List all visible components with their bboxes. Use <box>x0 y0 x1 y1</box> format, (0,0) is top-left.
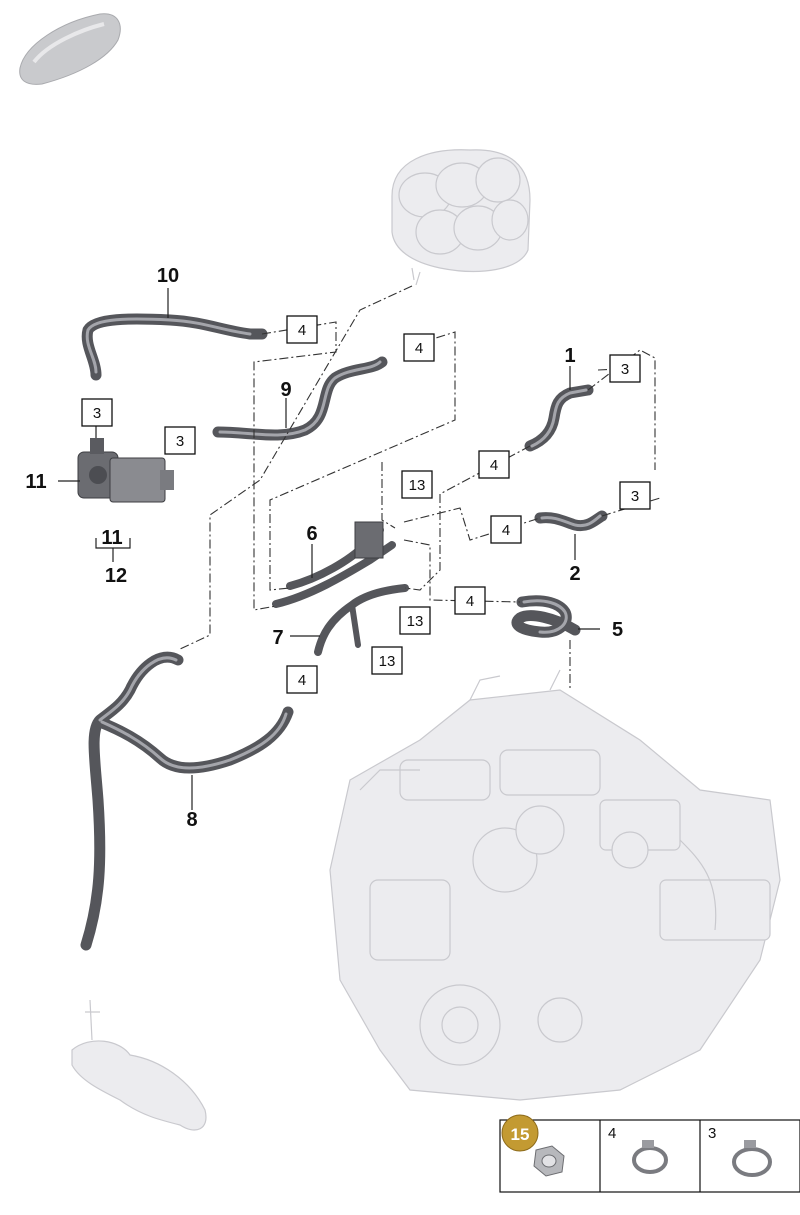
callout-11-left: 11 <box>25 471 46 493</box>
ref-box-3: 3 <box>621 361 629 378</box>
hose-1 <box>524 384 594 452</box>
legend-number-3: 3 <box>708 1125 716 1142</box>
vehicle-thumbnail <box>19 13 121 85</box>
hose-5 <box>511 595 581 638</box>
ref-box-4: 4 <box>466 593 474 610</box>
hose-9 <box>212 356 388 441</box>
ref-box-3: 3 <box>176 433 184 450</box>
ref-box-3: 3 <box>93 405 101 422</box>
legend-number-4: 4 <box>608 1125 616 1142</box>
ref-box-4: 4 <box>298 672 306 689</box>
callouts: 10 9 1 2 5 6 7 8 11 11 12 <box>25 265 623 831</box>
part-number-badge <box>501 1114 539 1152</box>
callout-8: 8 <box>186 809 197 831</box>
hose-8 <box>80 651 294 951</box>
auxiliary-water-pump <box>77 438 174 503</box>
legend-cell-nut: 15 <box>501 1114 565 1177</box>
badge-number: 15 <box>511 1125 530 1144</box>
leader-lines <box>58 288 600 810</box>
clamp-icon <box>732 1147 772 1177</box>
legend-cell-clamp-3: 3 <box>708 1125 772 1177</box>
callout-6: 6 <box>306 523 317 545</box>
ref-box-13: 13 <box>379 653 396 670</box>
engine-illustration <box>329 669 781 1101</box>
callout-10: 10 <box>157 265 179 287</box>
callout-1: 1 <box>564 345 575 367</box>
hose-10 <box>81 313 268 381</box>
ref-box-4: 4 <box>298 322 306 339</box>
hardware-legend: 15 4 3 <box>499 1114 800 1193</box>
ref-box-13: 13 <box>409 477 426 494</box>
expansion-tank-illustration <box>391 149 531 286</box>
pipe-6 <box>272 521 396 608</box>
pipe-7 <box>314 584 409 656</box>
callout-11-bottom: 11 <box>101 527 122 549</box>
callout-12: 12 <box>105 565 127 587</box>
legend-cell-clamp-4: 4 <box>608 1125 668 1174</box>
callout-7: 7 <box>272 627 283 649</box>
ref-box-13: 13 <box>407 613 424 630</box>
callout-2: 2 <box>569 563 580 585</box>
callout-5: 5 <box>612 619 623 641</box>
ref-box-3: 3 <box>631 488 639 505</box>
boxed-refs: 4 4 3 3 3 3 4 4 4 4 13 13 13 <box>81 315 651 694</box>
ref-box-4: 4 <box>490 457 498 474</box>
ref-box-4: 4 <box>415 340 423 357</box>
callout-9: 9 <box>280 379 291 401</box>
hose-2 <box>534 510 608 532</box>
ref-box-4: 4 <box>502 522 510 539</box>
heat-exchanger-illustration <box>71 999 207 1131</box>
